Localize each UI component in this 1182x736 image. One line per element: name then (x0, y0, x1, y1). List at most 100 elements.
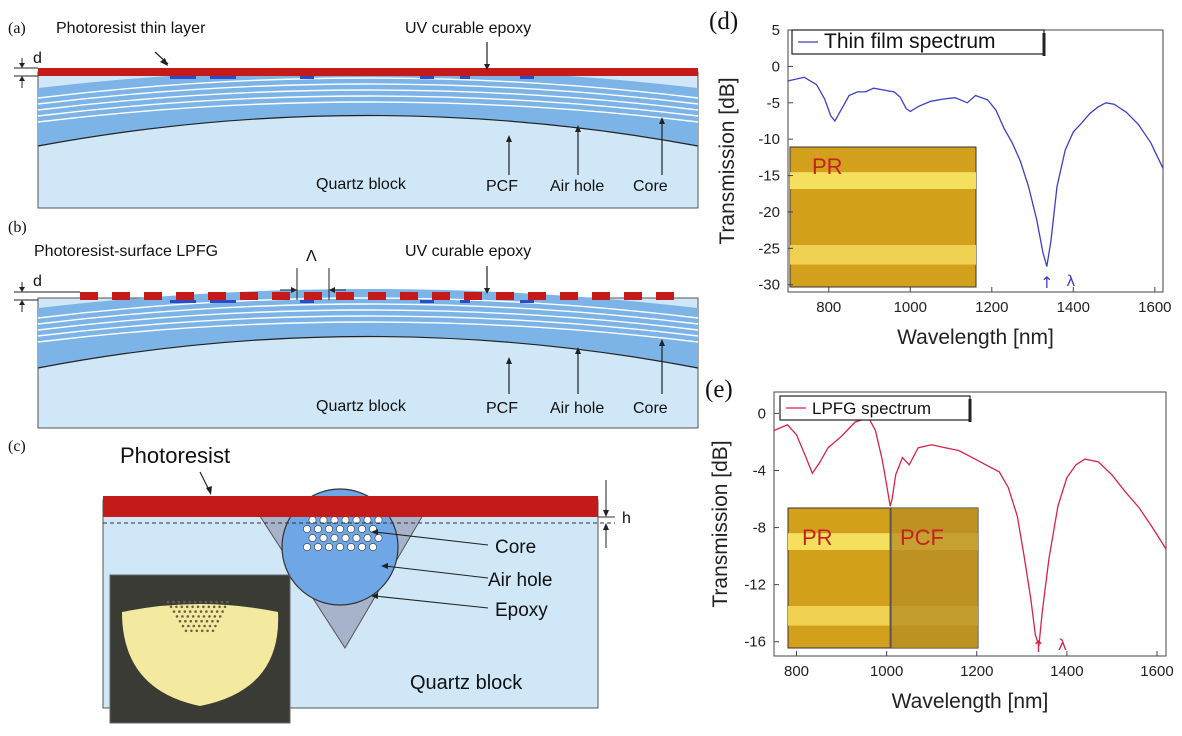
photo-hole (178, 619, 182, 623)
photo-hole (166, 600, 170, 604)
quartz-block-label-a: Quartz block (316, 176, 406, 193)
photo-hole (185, 605, 189, 609)
chart-d-letter: (d) (709, 8, 739, 35)
legend-box (779, 395, 971, 421)
air-hole (314, 543, 322, 551)
quartz-block-label-c: Quartz block (410, 672, 523, 694)
core-label-b: Core (633, 400, 668, 417)
air-hole (319, 534, 328, 542)
inset-band (790, 172, 976, 189)
photo-hole (200, 619, 203, 623)
photo-hole (172, 610, 176, 613)
photo-hole (191, 605, 194, 609)
x-tick-label: 1200 (960, 663, 993, 680)
photoresist-label-c: Photoresist (120, 443, 231, 468)
photo-hole (182, 600, 186, 604)
photo-hole (200, 629, 204, 633)
photo-hole (218, 605, 221, 609)
air-hole (325, 525, 333, 533)
air-hole (347, 543, 355, 551)
uv-epoxy-label-b: UV curable epoxy (405, 243, 532, 260)
core-label-a: Core (633, 178, 668, 195)
photo-hole (215, 600, 218, 604)
photo-hole (169, 605, 173, 609)
quartz-block-label-b: Quartz block (316, 398, 406, 415)
legend-box (791, 29, 1045, 55)
photo-hole (202, 605, 205, 609)
photo-hole (194, 610, 197, 613)
photo-hole (178, 610, 181, 613)
photoresist-layer-a (38, 68, 698, 76)
photo-hole (204, 600, 208, 604)
air-hole (358, 543, 366, 551)
x-tick-label: 800 (816, 299, 841, 316)
x-tick-label: 1600 (1140, 663, 1173, 680)
d-label-a: d (33, 50, 42, 67)
epoxy-label-c: Epoxy (495, 600, 548, 621)
photo-hole (175, 615, 179, 618)
air-hole (325, 543, 333, 551)
photo-hole (175, 605, 178, 609)
photo-hole (205, 619, 209, 623)
photo-hole (187, 624, 190, 628)
epoxy-marks-a (170, 76, 534, 79)
inset-label: PCF (900, 525, 944, 550)
air-hole (303, 543, 311, 551)
pcf-label-a: PCF (486, 178, 518, 195)
lambda-label: Λ (306, 248, 317, 265)
lambda-annotation: λ (1066, 272, 1075, 290)
x-tick-label: 1000 (870, 663, 903, 680)
inset-photo-fiber (122, 604, 279, 706)
air-hole (369, 543, 377, 551)
photo-hole (195, 629, 199, 633)
y-tick-label: -4 (753, 462, 766, 479)
photo-hole (216, 619, 220, 623)
plot-frame (773, 391, 1167, 657)
air-hole (358, 525, 366, 533)
photo-hole (180, 605, 184, 609)
dip-arrow-annotation: ↑ (1040, 273, 1053, 292)
photo-hole (208, 615, 211, 618)
photo-hole (186, 615, 190, 618)
x-tick-label: 800 (784, 663, 809, 680)
photo-hole (172, 600, 175, 604)
air-hole (347, 525, 355, 533)
air-hole (336, 525, 344, 533)
photo-hole (188, 600, 191, 604)
photo-hole (183, 610, 187, 613)
legend-label: Thin film spectrum (824, 30, 996, 53)
photo-hole (220, 600, 224, 604)
photo-hole (212, 605, 216, 609)
photo-hole (181, 624, 185, 628)
air-hole (330, 534, 339, 542)
dip-arrow-annotation: ↑ (1032, 637, 1045, 656)
photo-hole (209, 600, 213, 604)
photo-hole (197, 615, 200, 618)
photo-hole (215, 610, 219, 613)
photo-hole (199, 610, 203, 613)
photoresist-block-c (103, 496, 598, 517)
photoresist-thin-layer-label: Photoresist thin layer (56, 20, 206, 37)
photo-hole (214, 624, 217, 628)
inset-label: PR (812, 154, 843, 179)
photo-hole (213, 615, 217, 618)
panel-c-letter: (c) (8, 438, 26, 455)
y-tick-label: 5 (772, 22, 780, 39)
photo-hole (208, 624, 212, 628)
photo-hole (194, 619, 198, 623)
y-tick-label: -10 (758, 131, 780, 148)
epoxy-marks-b (170, 300, 534, 303)
y-tick-label: 0 (772, 58, 780, 75)
uv-epoxy-label-a: UV curable epoxy (405, 20, 532, 37)
photo-hole (177, 600, 181, 604)
photo-hole (211, 619, 214, 623)
panel-a-letter: (a) (8, 20, 26, 37)
air-hole (341, 534, 350, 542)
panel-b-letter: (b) (8, 219, 27, 236)
photo-hole (203, 624, 206, 628)
series-line (787, 76, 1164, 267)
x-axis-title: Wavelength [nm] (892, 690, 1049, 713)
photo-hole (190, 629, 193, 633)
photo-hole (189, 619, 193, 623)
